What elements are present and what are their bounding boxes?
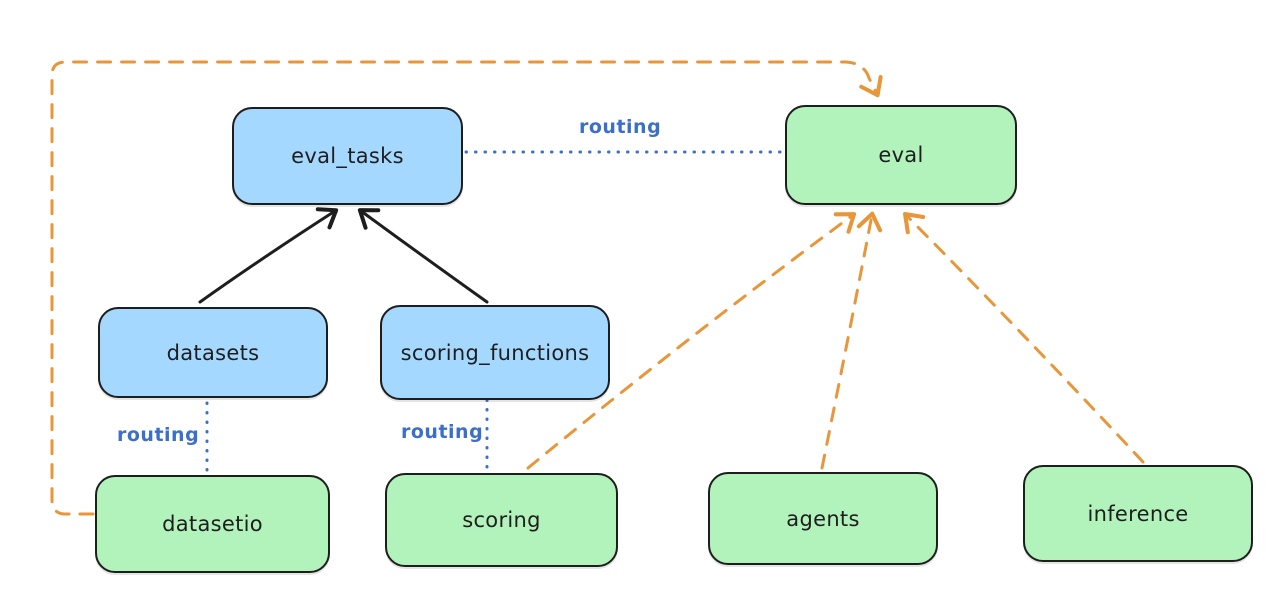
edge-agents-to-eval	[820, 211, 883, 470]
edge-scoring-to-eval	[526, 212, 857, 470]
node-agents: agents	[708, 472, 938, 565]
routing-label-scoring-functions-scoring: routing	[401, 421, 484, 443]
node-eval-tasks: eval_tasks	[232, 107, 463, 205]
node-scoring: scoring	[385, 473, 618, 567]
routing-label-datasets-datasetio: routing	[117, 424, 200, 446]
edge-datasetio-loop-to-eval	[50, 60, 883, 516]
node-scoring-functions: scoring_functions	[380, 305, 610, 400]
node-eval: eval	[785, 105, 1017, 205]
edge-datasets-to-eval-tasks	[198, 207, 339, 304]
node-datasetio: datasetio	[95, 475, 330, 573]
node-inference: inference	[1023, 465, 1253, 562]
routing-label-eval-tasks-eval: routing	[579, 116, 662, 138]
edge-scoring-functions-to-eval-tasks	[357, 208, 489, 304]
node-datasets: datasets	[98, 307, 328, 398]
edge-inference-to-eval	[903, 212, 1145, 464]
